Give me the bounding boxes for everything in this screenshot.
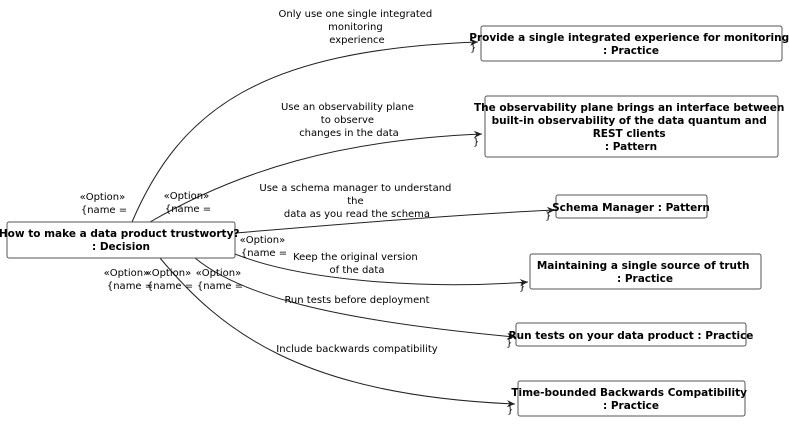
- edge-labels: Only use one single integrated monitorin…: [259, 9, 454, 355]
- target-single-source: Maintaining a single source of truth : P…: [529, 253, 762, 290]
- target-run-tests: Run tests on your data product : Practic…: [509, 322, 754, 347]
- brace: }: [545, 211, 551, 222]
- edge-schema-manager: [234, 206, 556, 234]
- brace: }: [506, 338, 512, 349]
- target-box: [555, 194, 708, 219]
- edges: [131, 38, 556, 408]
- stereotype-labels: «Option» {name = «Option» {name = «Optio…: [80, 191, 289, 292]
- edge-label-observability-plane: Use an observability plane to observe ch…: [281, 102, 417, 139]
- stereotype-option: «Option» {name =: [240, 235, 289, 259]
- decision-box: [6, 221, 236, 259]
- decision-node: How to make a data product trustworty? :…: [0, 221, 243, 259]
- target-box: [529, 253, 762, 290]
- edge-run-tests: [194, 257, 516, 340]
- target-box: [480, 25, 783, 62]
- target-schema-manager: Schema Manager : Pattern: [552, 194, 710, 219]
- edge-label-backwards-compat: Include backwards compatibility: [276, 344, 437, 355]
- stereotype-option: «Option» {name =: [146, 268, 195, 292]
- target-box: [515, 322, 747, 347]
- brace: }: [519, 282, 525, 293]
- edge-single-source: [234, 253, 529, 287]
- target-box: [517, 380, 746, 417]
- brace: }: [473, 137, 479, 148]
- edge-integrated-monitoring: [131, 38, 479, 223]
- target-backwards-compat: Time-bounded Backwards Compatibility : P…: [511, 380, 750, 417]
- edge-observability-plane: [149, 130, 483, 223]
- stereotype-option: «Option» {name =: [104, 268, 154, 292]
- target-title: Maintaining a single source of truth : P…: [537, 260, 753, 285]
- target-title: The observability plane brings an interf…: [474, 102, 788, 153]
- target-observability-plane: The observability plane brings an interf…: [474, 95, 788, 158]
- edge-label-integrated-monitoring: Only use one single integrated monitorin…: [279, 9, 436, 46]
- target-title: Schema Manager : Pattern: [552, 202, 710, 214]
- stereotype-option: «Option» {name =: [196, 268, 245, 292]
- edge-backwards-compat: [159, 257, 516, 408]
- stereotype-option: «Option» {name =: [80, 192, 129, 216]
- decision-title: How to make a data product trustworty? :…: [0, 228, 243, 253]
- edge-label-single-source: Keep the original version of the data: [293, 252, 421, 276]
- edge-label-schema-manager: Use a schema manager to understand the d…: [259, 183, 454, 220]
- target-title: Run tests on your data product : Practic…: [509, 330, 754, 342]
- stereotype-option: «Option» {name =: [164, 191, 213, 215]
- target-integrated-monitoring: Provide a single integrated experience f…: [469, 25, 789, 62]
- edge-label-run-tests: Run tests before deployment: [284, 295, 429, 306]
- target-title: Time-bounded Backwards Compatibility : P…: [511, 387, 750, 412]
- target-box: [484, 95, 779, 158]
- brace: }: [470, 43, 476, 54]
- brace: }: [507, 405, 513, 416]
- braces: } } } } } }: [470, 43, 551, 416]
- target-title: Provide a single integrated experience f…: [469, 32, 789, 57]
